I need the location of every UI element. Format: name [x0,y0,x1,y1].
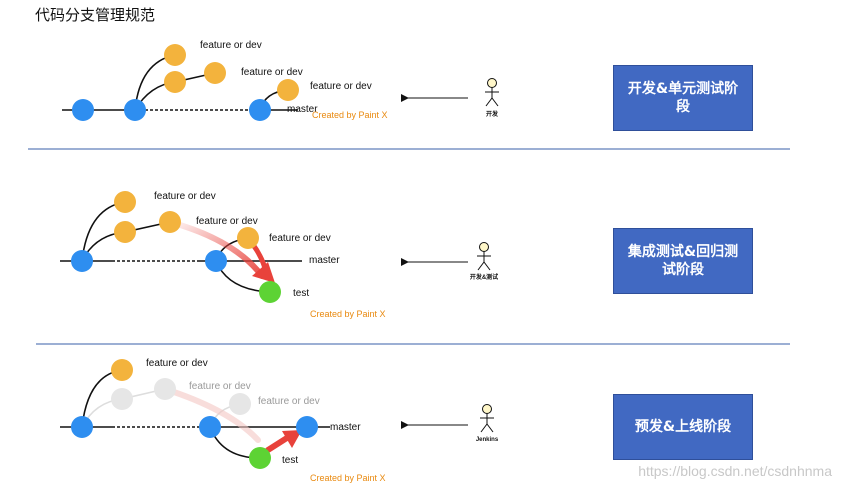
watermark: https://blog.csdn.net/csdnhnma [638,463,832,479]
faded-feature-node [229,393,251,415]
master-node [205,250,227,272]
test-node [259,281,281,303]
master-label: master [309,255,340,266]
feature-node [159,211,181,233]
section-integration: feature or dev feature or dev feature or… [60,191,386,319]
feature-node [164,44,186,66]
feature-node [204,62,226,84]
faded-feature-label: feature or dev [258,396,320,407]
feature-label: feature or dev [310,81,372,92]
stage-box-dev: 开发&单元测试阶段 [613,65,753,131]
master-node [124,99,146,121]
page-title: 代码分支管理规范 [35,6,156,24]
feature-label: feature or dev [269,233,331,244]
feature-node [114,191,136,213]
credit-label: Created by Paint X [312,110,388,120]
stickman-icon [480,404,494,433]
feature-node [277,79,299,101]
actor-label: 开发&测试 [470,273,498,281]
faded-feature-label: feature or dev [189,381,251,392]
master-node [296,416,318,438]
merge-arrow [167,219,265,279]
test-label: test [282,455,298,466]
stage-box-release: 预发&上线阶段 [613,394,753,460]
master-label: master [330,422,361,433]
master-node [249,99,271,121]
master-node [71,416,93,438]
feature-label: feature or dev [196,216,258,227]
master-node [199,416,221,438]
feature-node [111,359,133,381]
master-node [71,250,93,272]
actor-label: 开发 [486,110,498,118]
credit-label: Created by Paint X [310,473,386,483]
feature-label: feature or dev [146,358,208,369]
faded-merge-arrow [162,386,261,443]
faded-feature-node [111,388,133,410]
section-dev: feature or dev feature or dev feature or… [62,40,388,121]
feature-label: feature or dev [154,191,216,202]
actor-label: Jenkins [476,437,499,443]
section-release: feature or dev feature or dev feature or… [60,358,386,483]
feature-node [237,227,259,249]
stage-box-integration: 集成测试&回归测试阶段 [613,228,753,294]
faded-feature-node [154,378,176,400]
test-node [249,447,271,469]
master-label: master [287,104,318,115]
merge-arrowhead [252,262,275,283]
feature-node [164,71,186,93]
stickman-icon [477,242,491,271]
feature-label: feature or dev [241,67,303,78]
feature-label: feature or dev [200,40,262,51]
credit-label: Created by Paint X [310,309,386,319]
test-label: test [293,288,309,299]
master-node [72,99,94,121]
release-arrowhead [282,430,302,448]
feature-node [114,221,136,243]
stickman-icon [485,78,499,107]
